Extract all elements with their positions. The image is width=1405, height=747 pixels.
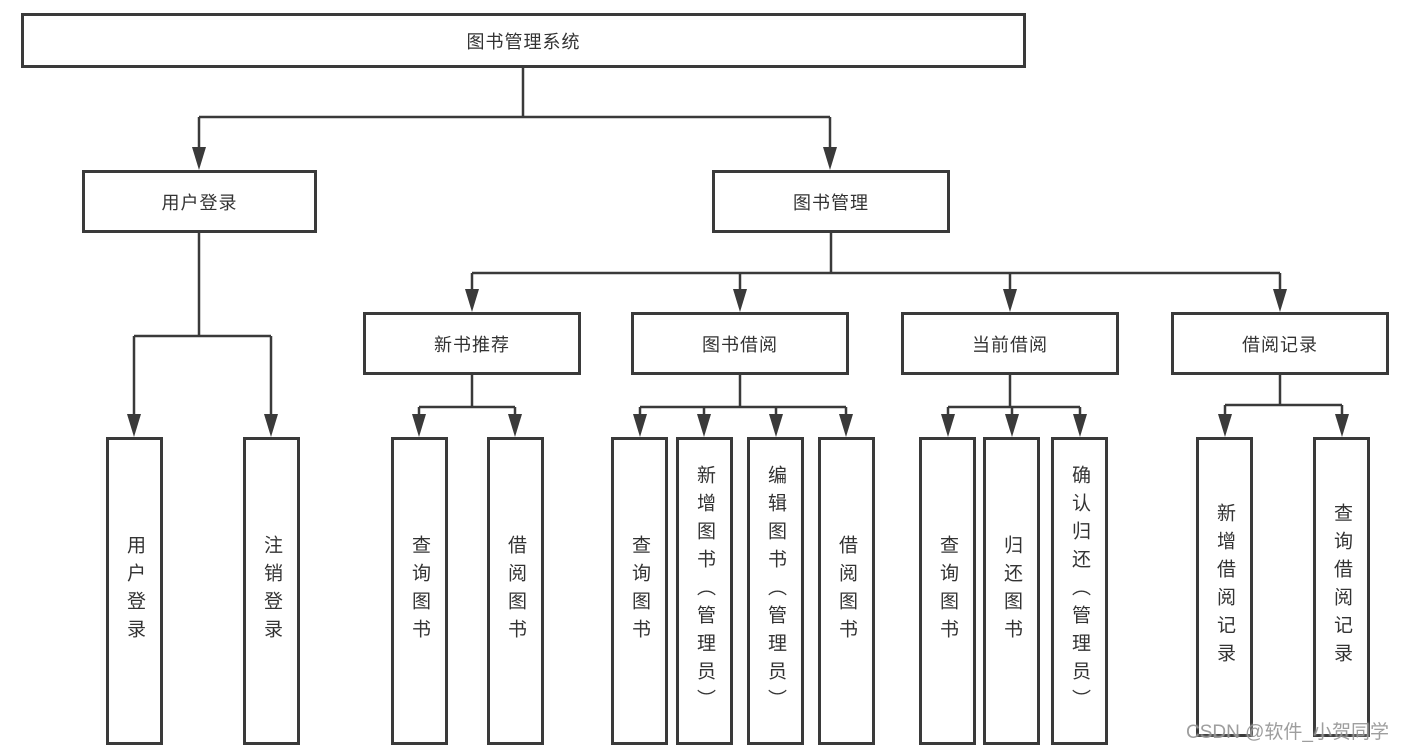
leaf-add-books-admin: 新增图书（管理员） <box>676 437 733 745</box>
node-label: 用户登录 <box>124 535 145 647</box>
connector-bookborrow-to-leaves <box>638 375 848 417</box>
node-root-system: 图书管理系统 <box>21 13 1026 68</box>
node-label: 当前借阅 <box>972 334 1048 355</box>
leaf-query-books-current: 查询图书 <box>919 437 976 745</box>
arrowhead-icon <box>1005 414 1019 437</box>
node-label: 新增借阅记录 <box>1214 503 1235 671</box>
leaf-add-borrow-record: 新增借阅记录 <box>1196 437 1253 737</box>
arrowhead-icon <box>769 414 783 437</box>
node-book-borrowing: 图书借阅 <box>631 312 849 375</box>
node-label: 确认归还（管理员） <box>1069 465 1090 717</box>
arrowhead-icon <box>941 414 955 437</box>
node-current-borrowing: 当前借阅 <box>901 312 1119 375</box>
arrowhead-icon <box>839 414 853 437</box>
node-borrow-records: 借阅记录 <box>1171 312 1389 375</box>
watermark-text: CSDN @软件_小贺同学 <box>1186 722 1389 743</box>
arrowhead-icon <box>733 289 747 312</box>
arrowhead-icon <box>264 414 278 437</box>
leaf-query-borrow-record: 查询借阅记录 <box>1313 437 1370 737</box>
node-label: 借阅记录 <box>1242 334 1318 355</box>
node-label: 图书借阅 <box>702 334 778 355</box>
leaf-logout: 注销登录 <box>243 437 300 745</box>
connector-newbook-to-leaves <box>417 375 517 417</box>
leaf-edit-books-admin: 编辑图书（管理员） <box>747 437 804 745</box>
arrowhead-icon <box>1073 414 1087 437</box>
connector-bookmgmt-to-level3 <box>470 233 1282 292</box>
leaf-query-books-recommend: 查询图书 <box>391 437 448 745</box>
node-label: 查询图书 <box>409 535 430 647</box>
arrowhead-icon <box>1218 414 1232 437</box>
node-label: 查询图书 <box>629 535 650 647</box>
node-label: 借阅图书 <box>505 535 526 647</box>
arrowhead-icon <box>823 147 837 170</box>
arrowhead-icon <box>412 414 426 437</box>
leaf-query-books-borrowing: 查询图书 <box>611 437 668 745</box>
arrowhead-icon <box>127 414 141 437</box>
node-label: 借阅图书 <box>836 535 857 647</box>
connector-currentborrow-to-leaves <box>946 375 1082 417</box>
node-label: 查询借阅记录 <box>1331 503 1352 671</box>
node-label: 新增图书（管理员） <box>694 465 715 717</box>
node-label: 新书推荐 <box>434 334 510 355</box>
arrowhead-icon <box>633 414 647 437</box>
node-label: 查询图书 <box>937 535 958 647</box>
node-label: 编辑图书（管理员） <box>765 465 786 717</box>
node-label: 用户登录 <box>161 192 238 213</box>
arrowhead-icon <box>508 414 522 437</box>
leaf-borrow-books-recommend: 借阅图书 <box>487 437 544 745</box>
leaf-return-books: 归还图书 <box>983 437 1040 745</box>
arrowhead-icon <box>697 414 711 437</box>
arrowhead-icon <box>192 147 206 170</box>
leaf-borrow-books: 借阅图书 <box>818 437 875 745</box>
leaf-confirm-return-admin: 确认归还（管理员） <box>1051 437 1108 745</box>
node-label: 注销登录 <box>261 535 282 647</box>
arrowhead-icon <box>1003 289 1017 312</box>
arrowhead-icon <box>465 289 479 312</box>
leaf-user-login: 用户登录 <box>106 437 163 745</box>
node-label: 图书管理系统 <box>466 31 581 52</box>
node-new-book-recommend: 新书推荐 <box>363 312 581 375</box>
connector-records-to-leaves <box>1223 375 1344 417</box>
node-book-management: 图书管理 <box>712 170 950 233</box>
arrowhead-icon <box>1273 289 1287 312</box>
connector-root-to-level2 <box>197 68 832 150</box>
connector-userlogin-to-leaves <box>132 233 273 417</box>
node-label: 归还图书 <box>1001 535 1022 647</box>
arrowhead-icon <box>1335 414 1349 437</box>
node-user-login: 用户登录 <box>82 170 317 233</box>
node-label: 图书管理 <box>793 192 869 213</box>
